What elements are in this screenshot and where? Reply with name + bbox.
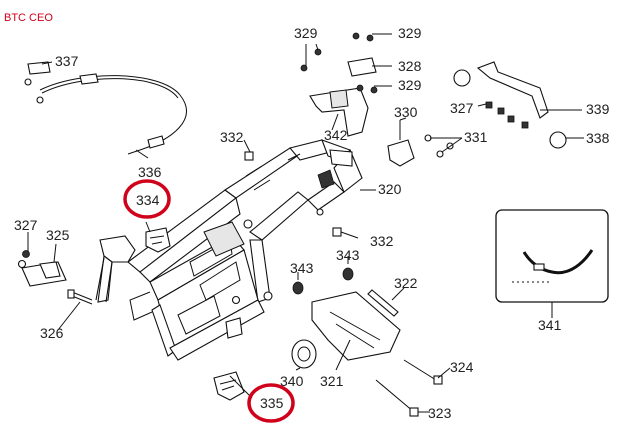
rear-bracket-325 <box>17 250 93 305</box>
callout-338: 338 <box>586 130 610 146</box>
callout-343-left: 343 <box>290 260 314 276</box>
callout-337: 337 <box>55 53 79 69</box>
highlight-circle-334 <box>123 179 171 219</box>
bolts-332 <box>244 151 359 239</box>
callout-322: 322 <box>394 275 418 291</box>
callout-343-right: 343 <box>336 247 360 263</box>
callout-342: 342 <box>324 127 348 143</box>
hose-341 <box>512 249 594 283</box>
brand-label: BTC CEO <box>4 12 53 24</box>
throttle-cable <box>24 61 187 155</box>
callout-330: 330 <box>394 104 418 120</box>
callout-325: 325 <box>46 227 70 243</box>
callout-336: 336 <box>138 164 162 180</box>
callout-329-top-left: 329 <box>294 25 318 41</box>
main-frame <box>95 139 363 361</box>
callout-332-lower: 332 <box>370 233 394 249</box>
rear-carrier-339 <box>453 61 567 149</box>
callout-339: 339 <box>586 101 610 117</box>
callout-323: 323 <box>428 405 452 421</box>
highlight-circle-335 <box>247 383 295 423</box>
callout-341: 341 <box>538 317 562 333</box>
inset-box-341 <box>495 209 609 303</box>
callout-340: 340 <box>280 373 304 389</box>
bracket-335 <box>213 371 245 401</box>
bracket-330 <box>387 120 454 167</box>
upper-bracket-342 <box>300 32 378 137</box>
rubbers-343 <box>292 267 354 295</box>
callout-328: 328 <box>398 58 422 74</box>
callout-324: 324 <box>450 359 474 375</box>
callout-334: 334 <box>136 192 160 208</box>
bracket-334 <box>145 227 171 253</box>
callout-335: 335 <box>260 395 284 411</box>
callout-320: 320 <box>378 181 402 197</box>
callout-327-right: 327 <box>450 100 474 116</box>
callout-329-mid: 329 <box>398 77 422 93</box>
callout-329-top-right: 329 <box>398 25 422 41</box>
long-bolts <box>367 289 443 417</box>
callout-321: 321 <box>320 373 344 389</box>
callout-327-left: 327 <box>14 217 38 233</box>
callout-332-upper: 332 <box>220 129 244 145</box>
engine-hanger-321 <box>291 291 401 369</box>
callout-331: 331 <box>464 129 488 145</box>
callout-326: 326 <box>40 325 64 341</box>
leader-lines <box>27 33 584 413</box>
